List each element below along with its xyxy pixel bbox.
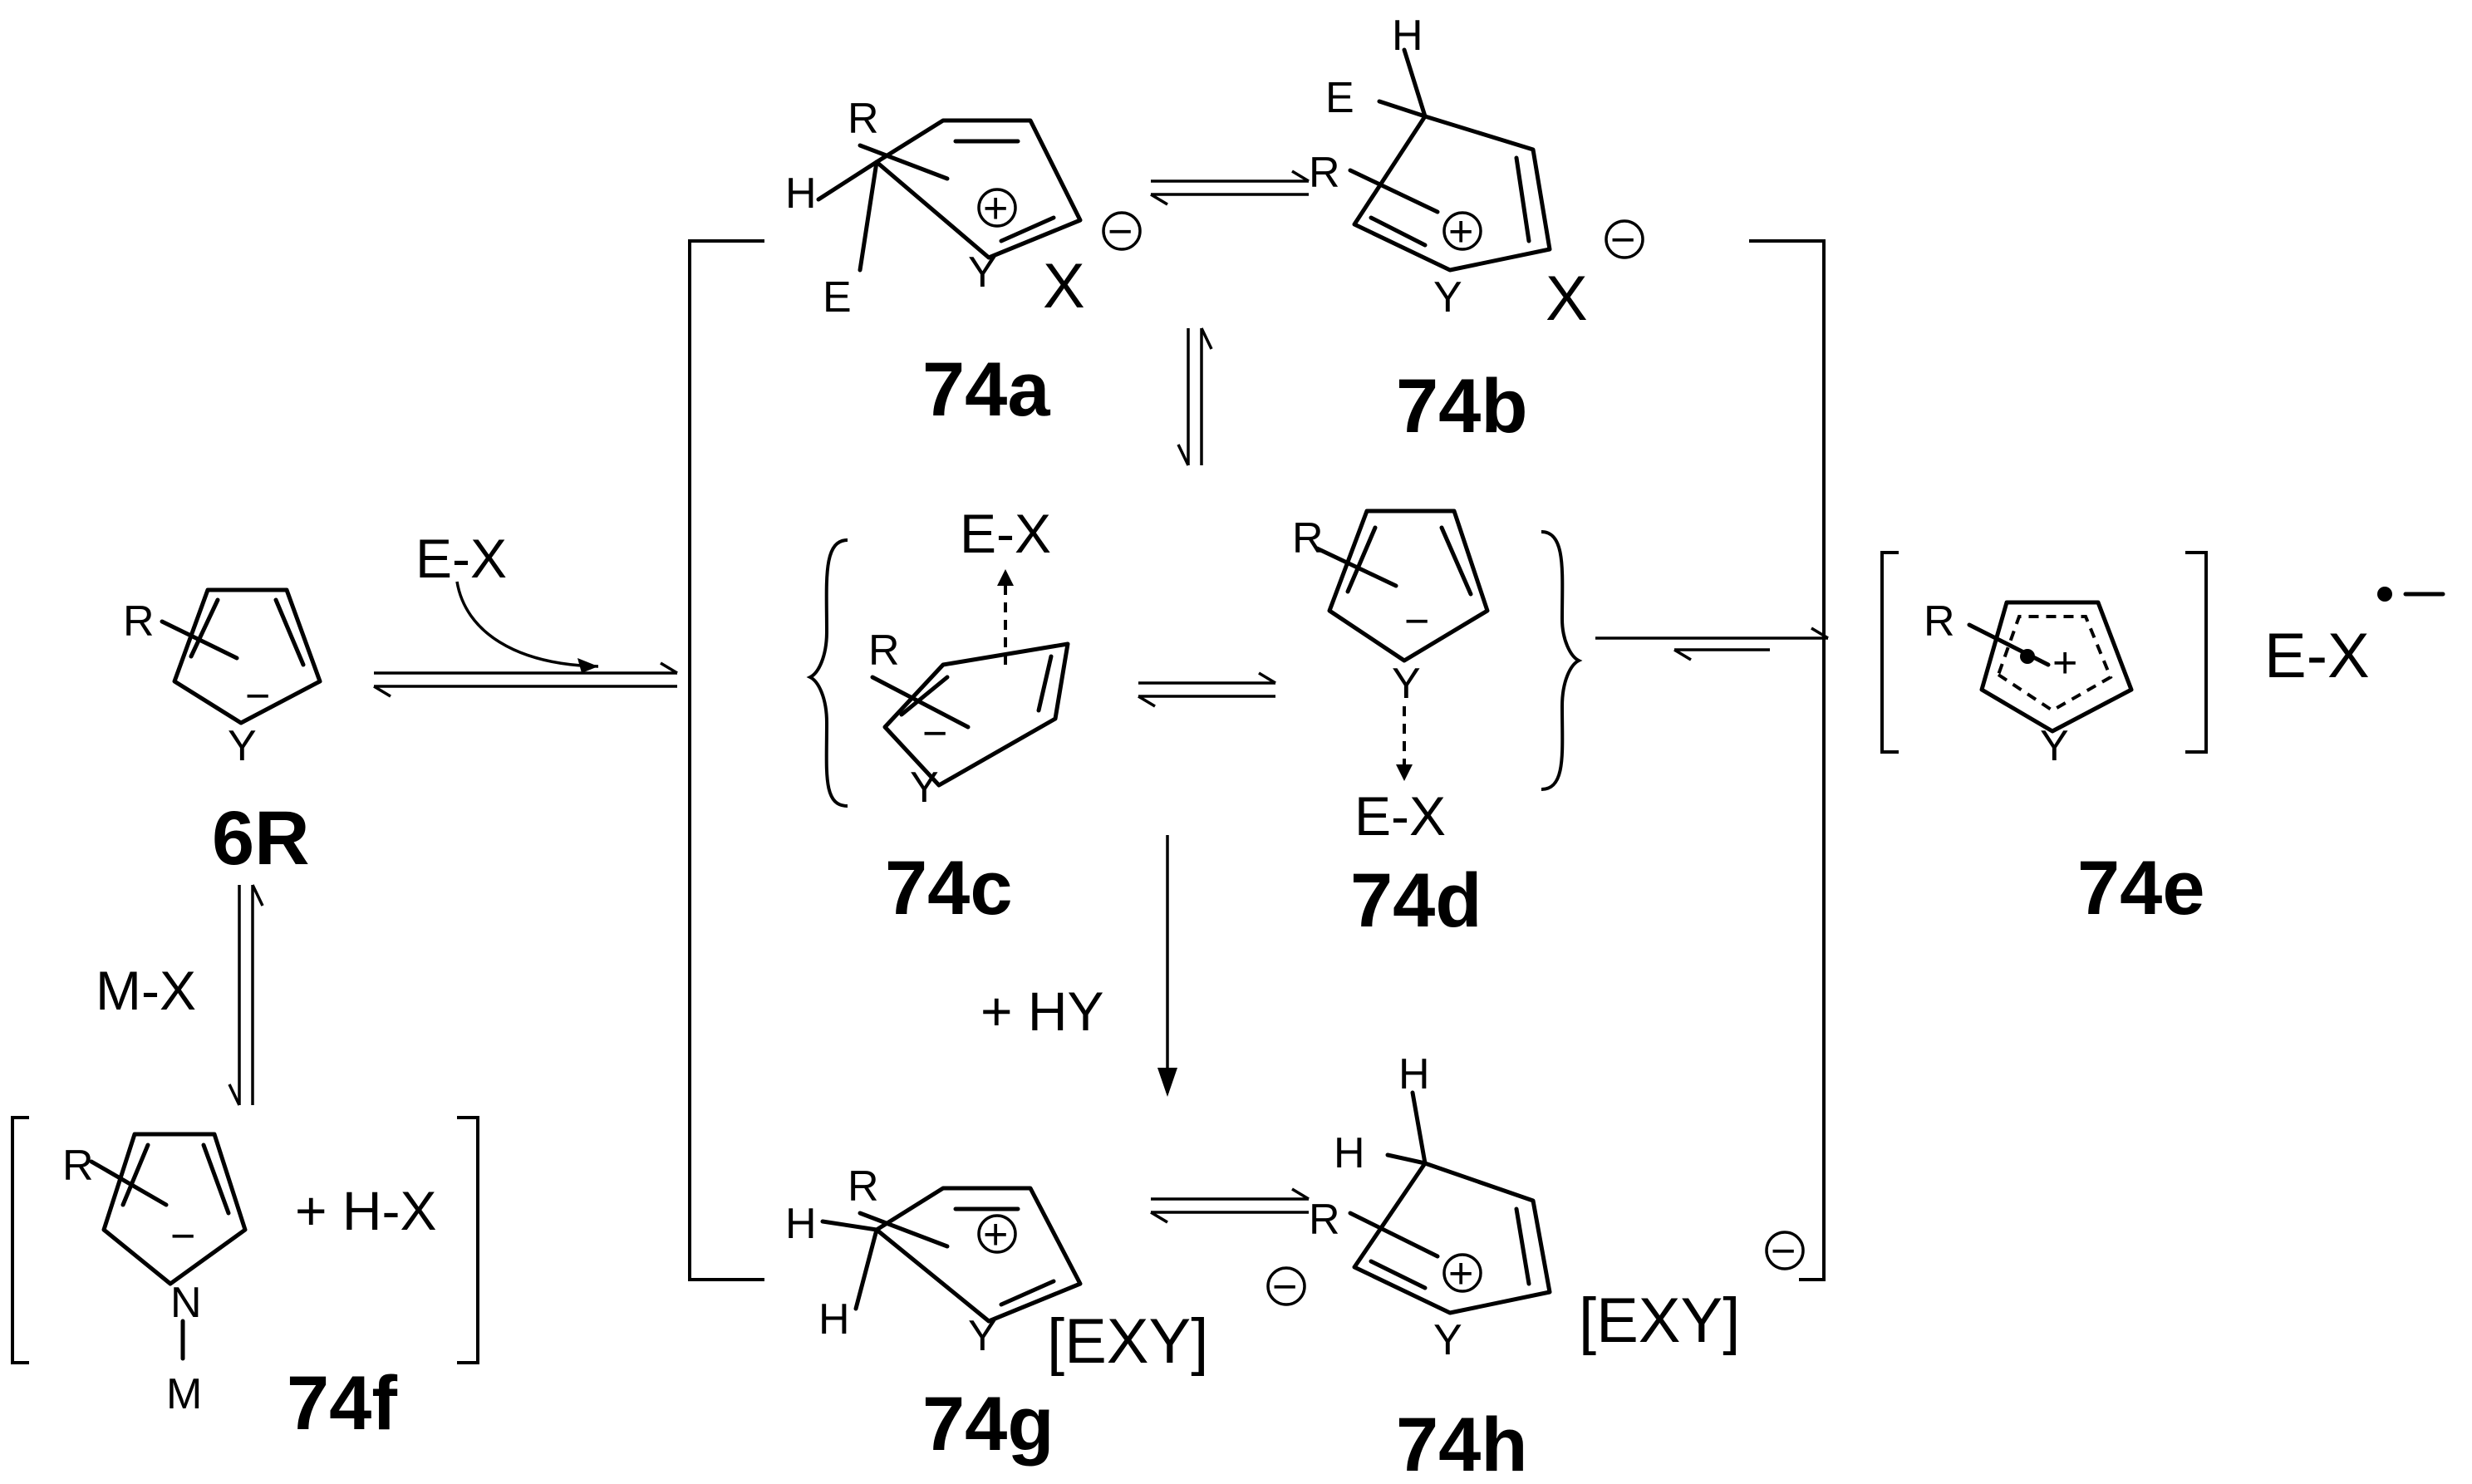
atom-H-74a: H — [785, 170, 817, 218]
atom-Y-74h: Y — [1433, 1316, 1462, 1364]
atom-H2-74h: H — [1334, 1129, 1365, 1177]
atom-Y-6R: Y — [228, 722, 257, 770]
charge-plus-74h: + — [1448, 1250, 1473, 1298]
atom-H2-74g: H — [818, 1295, 850, 1344]
label-74h: 74h — [1396, 1403, 1528, 1484]
atom-H1-74g: H — [785, 1200, 817, 1248]
bracket-left-main — [688, 239, 764, 1281]
charge-minus-74f: − — [170, 1212, 195, 1260]
label-6R: 6R — [212, 796, 310, 881]
label-74d: 74d — [1350, 858, 1482, 943]
bracket-right-74f — [457, 1116, 479, 1364]
equilibrium-arrow-74d-74e — [1595, 627, 1829, 661]
atom-N-74f: N — [170, 1279, 202, 1327]
charge-minus-74g: − — [1272, 1263, 1297, 1311]
atom-R-74f: R — [62, 1142, 94, 1190]
reagent-MX: M-X — [96, 960, 196, 1021]
reagent-EX-top: E-X — [415, 528, 507, 589]
atom-R-74d: R — [1292, 514, 1324, 563]
atom-Y-74a: Y — [968, 248, 997, 297]
atom-Y-74e: Y — [2040, 722, 2069, 770]
reagent-EX-74e: E-X — [2264, 621, 2370, 691]
brace-left-74c — [806, 538, 848, 808]
charge-minus-74b: − — [1610, 216, 1635, 264]
bracket-left-74f — [11, 1116, 29, 1364]
equilibrium-arrow-74a-74b — [1150, 170, 1310, 206]
atom-X-74a: X — [1043, 251, 1085, 322]
reagent-HX: + H-X — [295, 1180, 437, 1241]
atom-R-74c: R — [868, 627, 900, 675]
atom-R-74a: R — [848, 95, 879, 143]
atom-Y-74g: Y — [968, 1312, 997, 1360]
structure-74f: R − N M — [62, 1132, 248, 1418]
label-74b: 74b — [1396, 364, 1528, 449]
atom-E-74a: E — [823, 273, 852, 322]
equilibrium-arrow-74g-74h — [1150, 1187, 1310, 1224]
charge-plus-74e: + — [2052, 639, 2077, 687]
structure-74a: + R H E Y X − — [785, 95, 1142, 322]
brace-right-74d — [1541, 530, 1583, 791]
atom-Y-74c: Y — [910, 764, 939, 812]
atom-X-74b: X — [1546, 263, 1588, 334]
reagent-HY: + HY — [980, 980, 1104, 1042]
counterion-74h: [EXY] — [1579, 1285, 1740, 1356]
label-74c: 74c — [885, 846, 1013, 931]
structure-74e: R + Y — [1924, 597, 2134, 770]
equilibrium-arrow-74a-74c — [1177, 327, 1213, 466]
charge-minus-74h: − — [1771, 1227, 1796, 1275]
reagent-EX-74d: E-X — [1354, 785, 1446, 847]
label-74a: 74a — [922, 347, 1050, 432]
bracket-right-74e — [2185, 551, 2208, 754]
label-74f: 74f — [287, 1361, 397, 1446]
arrow-74c-74g — [1157, 835, 1177, 1097]
atom-H1-74h: H — [1398, 1050, 1430, 1098]
bracket-left-74e — [1880, 551, 1899, 754]
reagent-EX-74c: E-X — [960, 503, 1051, 564]
charge-minus-74a: − — [1108, 208, 1133, 256]
atom-H-74b: H — [1392, 12, 1423, 60]
equilibrium-arrow-6R — [373, 581, 678, 698]
equilibrium-arrow-74c-74d — [1138, 671, 1276, 708]
atom-R-74e: R — [1924, 597, 1955, 646]
charge-minus-74d: − — [1404, 597, 1429, 646]
atom-E-74b: E — [1325, 74, 1354, 122]
atom-M-74f: M — [166, 1370, 202, 1418]
charge-minus-74c: − — [922, 710, 947, 758]
charge-plus-74g: + — [983, 1211, 1008, 1259]
structure-74h: + H H R Y [EXY] − — [1309, 1050, 1805, 1364]
label-74e: 74e — [2077, 846, 2205, 931]
structure-6R: R Y − — [123, 587, 322, 770]
structure-74c: R − Y E-X — [868, 503, 1070, 812]
structure-74g: + R H H Y [EXY] − — [785, 1162, 1306, 1377]
atom-R-6R: R — [123, 597, 155, 646]
atom-Y-74d: Y — [1392, 660, 1421, 708]
atom-R-74b: R — [1309, 149, 1340, 197]
charge-minus-6R: − — [245, 672, 270, 720]
counterion-74g: [EXY] — [1047, 1306, 1208, 1377]
label-74g: 74g — [922, 1382, 1054, 1467]
charge-plus-74b: + — [1448, 208, 1473, 256]
structure-74d: R − Y E-X — [1292, 509, 1490, 847]
atom-Y-74b: Y — [1433, 273, 1462, 322]
atom-R-74h: R — [1309, 1196, 1340, 1244]
charge-plus-74a: + — [983, 184, 1008, 233]
bracket-right-main — [1749, 239, 1826, 1281]
structure-74b: + H E R Y X − — [1309, 12, 1644, 334]
equilibrium-arrow-6R-74f — [228, 884, 264, 1106]
atom-R-74g: R — [848, 1162, 879, 1211]
